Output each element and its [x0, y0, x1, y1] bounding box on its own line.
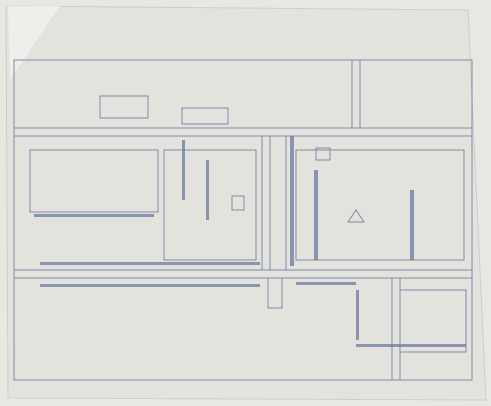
- gate-symbol: [267, 277, 283, 309]
- building-4: [315, 147, 331, 161]
- block-west: [29, 149, 159, 213]
- block-southeast: [399, 289, 467, 353]
- plot-markers: [34, 136, 466, 347]
- block-east: [295, 149, 465, 261]
- paper-sheet: [5, 5, 487, 401]
- building-2: [181, 107, 229, 125]
- block-center: [163, 149, 257, 261]
- folded-corner: [8, 6, 60, 80]
- map-frame: [13, 59, 473, 381]
- building-3: [231, 195, 245, 211]
- building-1: [99, 95, 149, 119]
- temple-symbol: [347, 209, 365, 223]
